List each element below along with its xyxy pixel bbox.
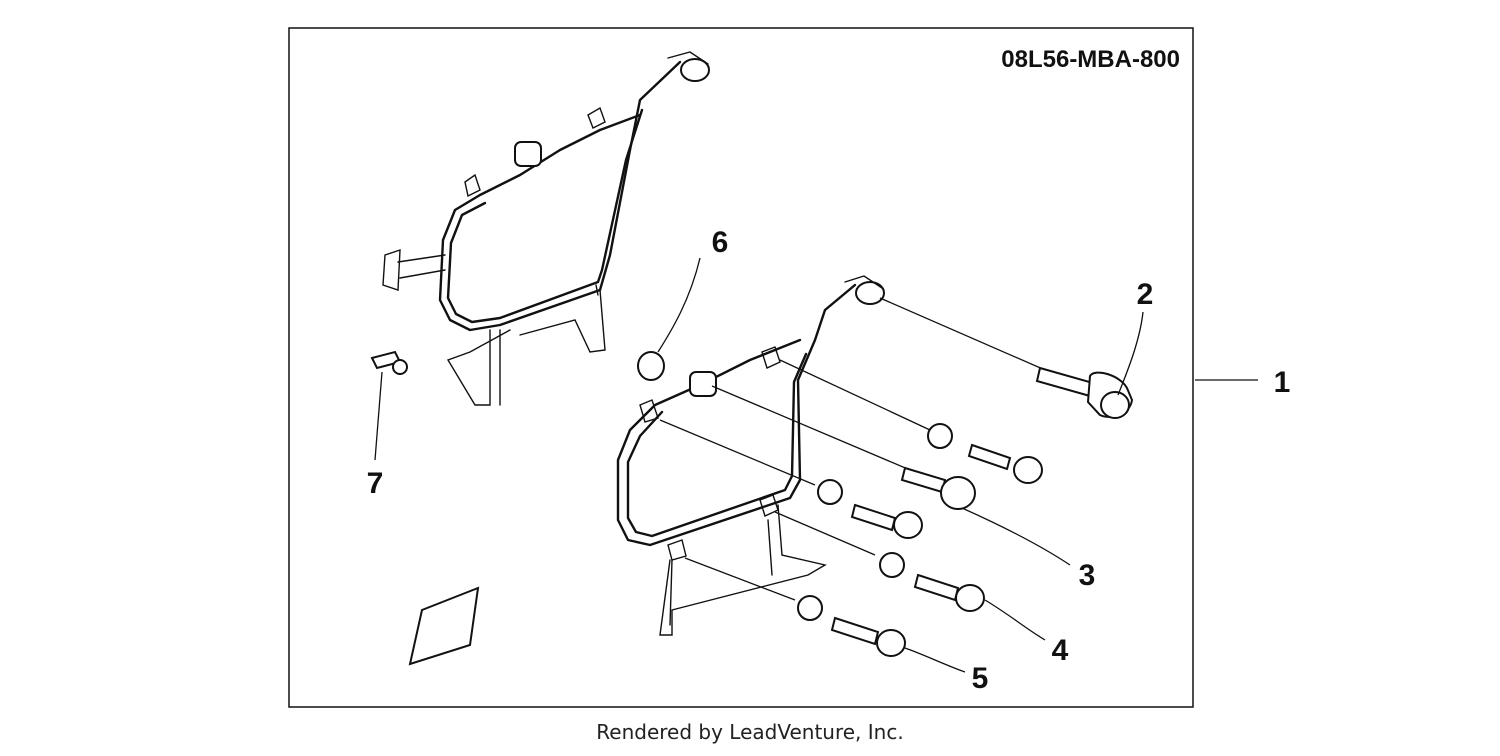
bolt-item-3: [900, 466, 976, 510]
collar-and-bolt-row-1: [927, 423, 1043, 484]
callout-7: 7: [367, 467, 384, 500]
callout-1: 1: [1274, 366, 1291, 399]
diagram-border: [288, 27, 1194, 708]
callout-6: 6: [712, 226, 729, 259]
render-credit: Rendered by LeadVenture, Inc.: [596, 720, 904, 744]
alignment-lines: [659, 297, 1046, 601]
decal-sheet: [408, 586, 480, 666]
collar-and-bolt-row-4: [797, 595, 906, 657]
callout-5: 5: [972, 662, 989, 695]
collar-and-bolt-row-2: [817, 479, 923, 539]
collar-and-bolt-row-3: [879, 552, 985, 612]
part-number: 08L56-MBA-800: [1001, 46, 1180, 73]
callout-3: 3: [1079, 559, 1096, 592]
callout-4: 4: [1052, 634, 1069, 667]
right-bracket: [616, 275, 885, 636]
screw-item-7: [370, 350, 408, 375]
leader-lines: [657, 257, 1258, 673]
callout-2: 2: [1137, 278, 1154, 311]
left-bracket: [382, 51, 710, 406]
long-bolt-item-2: [1035, 366, 1134, 419]
